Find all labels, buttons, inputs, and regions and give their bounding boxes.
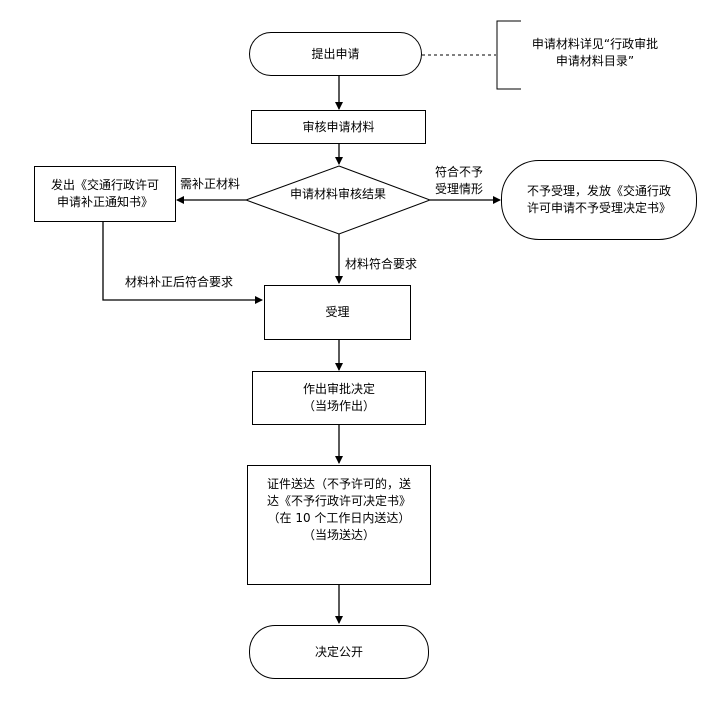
node-start: 提出申请 [249,32,422,76]
node-deliver-label: 证件送达（不予许可的，送 达《不予行政许可决定书》 （在 10 个工作日内送达）… [266,477,411,542]
edge-label-need-correction: 需补正材料 [180,177,241,191]
node-approve: 作出审批决定 （当场作出） [252,371,426,425]
arrow-notify-to-accept [102,222,263,304]
edge-label-after-correction: 材料补正后符合要求 [125,275,234,289]
node-notify: 发出《交通行政许可 申请补正通知书》 [34,166,176,222]
node-start-label: 提出申请 [311,46,360,61]
node-decision-label: 申请材料审核结果 [289,187,386,201]
edge-label-meets: 材料符合要求 [345,257,418,271]
node-publish: 决定公开 [249,625,429,679]
node-approve-label: 作出审批决定 （当场作出） [302,382,375,413]
node-review: 审核申请材料 [251,110,426,144]
note-text: 申请材料详见“行政审批 申请材料目录” [531,37,659,68]
node-review-label: 审核申请材料 [302,119,375,134]
node-reject: 不予受理，发放《交通行政 许可申请不予受理决定书》 [501,160,697,240]
edge-label-not-accept: 符合不予 受理情形 [435,165,484,196]
node-notify-label: 发出《交通行政许可 申请补正通知书》 [50,178,159,209]
node-deliver: 证件送达（不予许可的，送 达《不予行政许可决定书》 （在 10 个工作日内送达）… [247,465,431,585]
node-reject-label: 不予受理，发放《交通行政 许可申请不予受理决定书》 [526,184,671,215]
node-accept-label: 受理 [325,305,350,319]
node-publish-label: 决定公开 [314,644,363,659]
node-accept: 受理 [264,285,411,340]
note-bracket [496,20,521,90]
